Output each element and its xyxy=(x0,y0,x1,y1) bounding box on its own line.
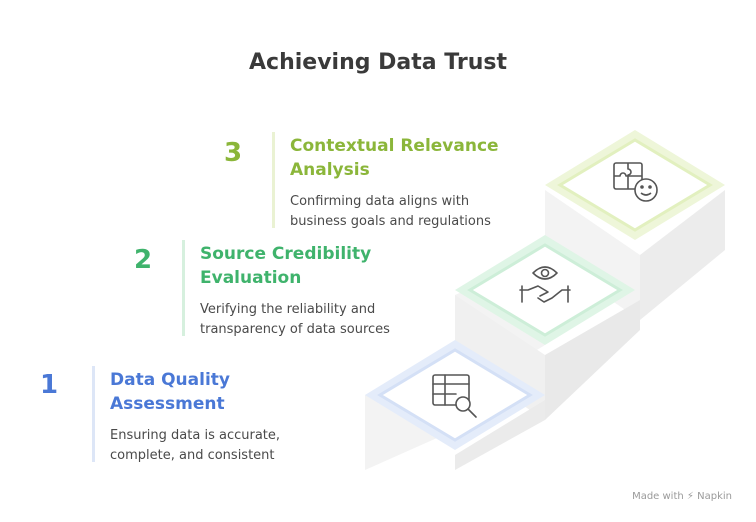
step-3-platform xyxy=(545,130,725,240)
puzzle-face-icon xyxy=(613,162,658,202)
step-1-description: Ensuring data is accurate, complete, and… xyxy=(110,428,281,463)
napkin-logo-icon: ⚡ xyxy=(686,491,694,502)
step-1-heading: Data Quality Assessment xyxy=(110,370,230,414)
eye-handshake-icon xyxy=(519,266,571,303)
step-2-heading: Source Credibility Evaluation xyxy=(200,244,372,288)
step-3-number: 3 xyxy=(224,138,243,168)
step-3-heading: Contextual Relevance Analysis xyxy=(290,136,499,180)
step-2-number: 2 xyxy=(134,245,153,275)
step-1-divider xyxy=(92,366,95,462)
step-1-platform xyxy=(365,340,545,450)
step-3-divider xyxy=(272,132,275,228)
table-search-icon xyxy=(432,374,477,418)
step-2-divider xyxy=(182,240,185,336)
made-with-napkin-footer: Made with ⚡ Napkin xyxy=(632,491,732,502)
diagram-title: Achieving Data Trust xyxy=(249,50,507,75)
step-2-description: Verifying the reliability and transparen… xyxy=(200,302,390,337)
step-3-description: Confirming data aligns with business goa… xyxy=(290,194,491,229)
step-1-number: 1 xyxy=(40,370,59,400)
